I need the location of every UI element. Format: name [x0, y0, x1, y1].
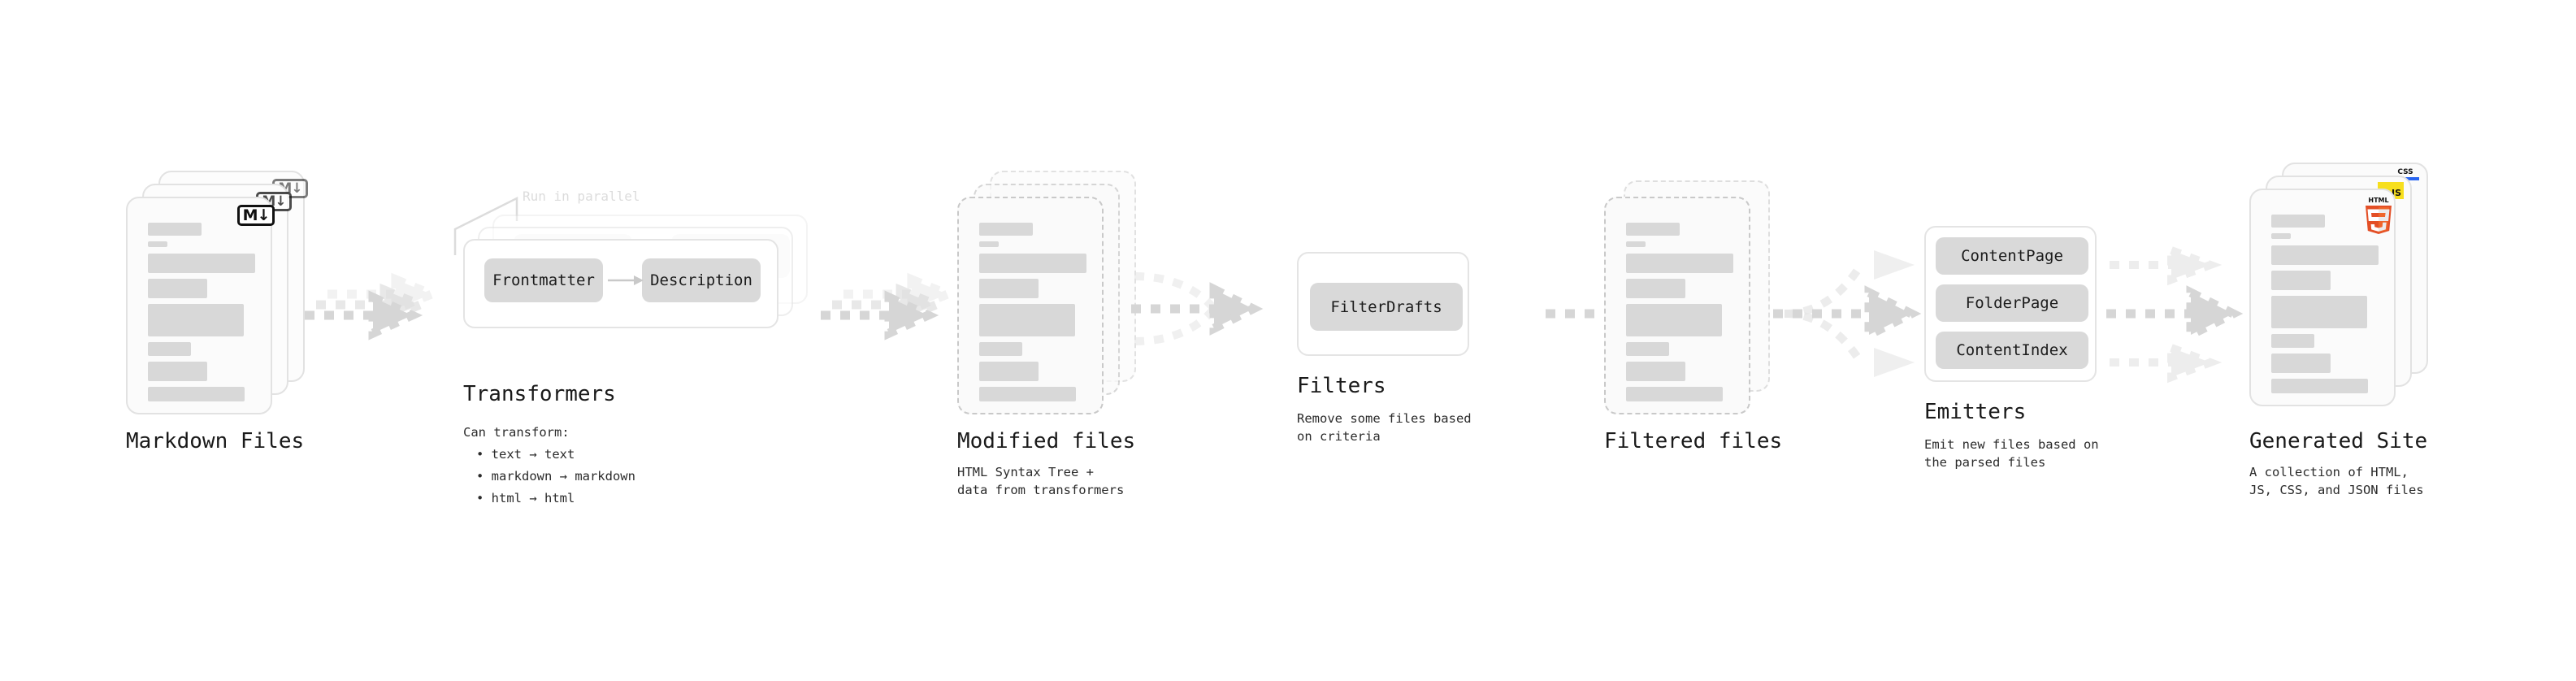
skeleton-line: [148, 223, 202, 236]
skeleton-line: [2271, 245, 2379, 265]
generated-site-stack: CSS JS HTML: [2249, 163, 2461, 431]
stage-filters: FilterDrafts Filters Remove some files b…: [1268, 0, 1593, 681]
stage-transformers: Run in parallel Frontmatter: [439, 0, 829, 681]
skeleton-line: [979, 241, 999, 247]
markdown-files-stack: M↓ M↓ M↓: [126, 171, 308, 423]
markdown-icon: M↓: [237, 205, 275, 226]
emitter-node-folderpage[interactable]: FolderPage: [1936, 284, 2088, 322]
css3-icon-label: CSS: [2397, 168, 2413, 176]
skeleton-line: [979, 223, 1033, 236]
skeleton-line: [148, 241, 167, 247]
run-in-parallel-label: Run in parallel: [523, 189, 640, 204]
html5-icon: HTML: [2366, 197, 2392, 234]
filters-group[interactable]: FilterDrafts: [1297, 252, 1469, 356]
skeleton-line: [979, 387, 1076, 401]
stage-desc-generated-site: A collection of HTML, JS, CSS, and JSON …: [2249, 465, 2424, 498]
skeleton-line: [979, 362, 1039, 381]
skeleton-line: [2271, 233, 2291, 239]
filter-node-filterdrafts[interactable]: FilterDrafts: [1310, 283, 1463, 331]
emitter-node-contentindex[interactable]: ContentIndex: [1936, 332, 2088, 369]
skeleton-line: [979, 304, 1075, 336]
skeleton-line: [148, 304, 244, 336]
skeleton-line: [1626, 304, 1722, 336]
skeleton-line: [1626, 223, 1680, 236]
stage-title-modified-files: Modified files: [957, 429, 1136, 453]
transformer-group-front[interactable]: Frontmatter Description: [463, 239, 778, 328]
stage-title-filtered-files: Filtered files: [1604, 429, 1783, 453]
emitter-node-contentindex-label: ContentIndex: [1956, 341, 2068, 359]
emitters-group[interactable]: ContentPage FolderPage ContentIndex: [1924, 226, 2097, 382]
filtered-card-front: [1604, 197, 1750, 414]
skeleton-line: [148, 362, 207, 381]
modified-card-front: [957, 197, 1104, 414]
skeleton-line: [1626, 342, 1669, 356]
stage-bullet-transformers-1: • markdown → markdown: [476, 469, 635, 484]
skeleton-line: [148, 254, 255, 273]
stage-markdown-files: M↓ M↓ M↓ Markdown Files: [0, 0, 325, 681]
skeleton-line: [979, 254, 1086, 273]
stage-title-emitters: Emitters: [1924, 400, 2027, 424]
skeleton-line: [2271, 296, 2367, 328]
transformer-node-description-label: Description: [650, 271, 752, 289]
arrow-markdown-to-transformers: [305, 272, 444, 340]
stage-title-filters: Filters: [1297, 374, 1386, 398]
skeleton-line: [1626, 241, 1646, 247]
stage-title-generated-site: Generated Site: [2249, 429, 2428, 453]
filter-node-filterdrafts-label: FilterDrafts: [1330, 297, 1442, 316]
arrow-emitters-to-site: [2106, 244, 2244, 384]
emitter-node-contentpage[interactable]: ContentPage: [1936, 237, 2088, 275]
stage-title-transformers: Transformers: [463, 382, 616, 406]
arrow-transformers-to-modified: [821, 272, 960, 340]
transformer-node-frontmatter-label: Frontmatter: [492, 271, 595, 289]
stage-desc-emitters: Emit new files based on the parsed files: [1924, 437, 2099, 471]
stage-emitters: ContentPage FolderPage ContentIndex Emit…: [1910, 0, 2251, 681]
stage-desc-filters: Remove some files based on criteria: [1297, 411, 1472, 445]
markdown-card-front: [126, 197, 272, 414]
skeleton-line: [2271, 334, 2314, 348]
skeleton-line: [148, 342, 191, 356]
skeleton-line: [148, 279, 207, 298]
arrow-filtered-to-emitters: [1773, 250, 1922, 377]
arrow-modified-to-filters: [1131, 272, 1264, 345]
skeleton-line: [979, 279, 1039, 298]
stage-desc-modified-files: HTML Syntax Tree + data from transformer…: [957, 465, 1125, 498]
transformer-node-description[interactable]: Description: [642, 258, 761, 302]
skeleton-line: [2271, 354, 2331, 373]
stage-filtered-files: Filtered files: [1585, 0, 1910, 681]
modified-files-stack: [957, 171, 1136, 423]
emitter-node-folderpage-label: FolderPage: [1965, 294, 2059, 312]
transformer-node-frontmatter[interactable]: Frontmatter: [484, 258, 603, 302]
stage-bullet-transformers-2: • html → html: [476, 491, 575, 505]
skeleton-line: [1626, 362, 1685, 381]
skeleton-line: [1626, 254, 1733, 273]
run-in-parallel-brace: [453, 196, 518, 255]
skeleton-line: [1626, 279, 1685, 298]
skeleton-line: [2271, 271, 2331, 290]
filtered-files-stack: [1604, 171, 1783, 423]
transformer-arrow-front: [608, 275, 644, 285]
stage-bullet-transformers-0: • text → text: [476, 447, 575, 462]
stage-modified-files: Modified files HTML Syntax Tree + data f…: [926, 0, 1251, 681]
skeleton-line: [2271, 379, 2368, 393]
svg-text:HTML: HTML: [2368, 197, 2388, 204]
stage-desc-transformers: Can transform:: [463, 425, 570, 440]
markdown-icon-glyph: M↓: [242, 206, 271, 224]
stage-title-markdown-files: Markdown Files: [126, 429, 305, 453]
stage-generated-site: CSS JS HTML: [2227, 0, 2576, 681]
skeleton-line: [148, 387, 245, 401]
skeleton-line: [979, 342, 1022, 356]
skeleton-line: [2271, 215, 2325, 228]
emitter-node-contentpage-label: ContentPage: [1961, 247, 2063, 265]
skeleton-line: [1626, 387, 1723, 401]
